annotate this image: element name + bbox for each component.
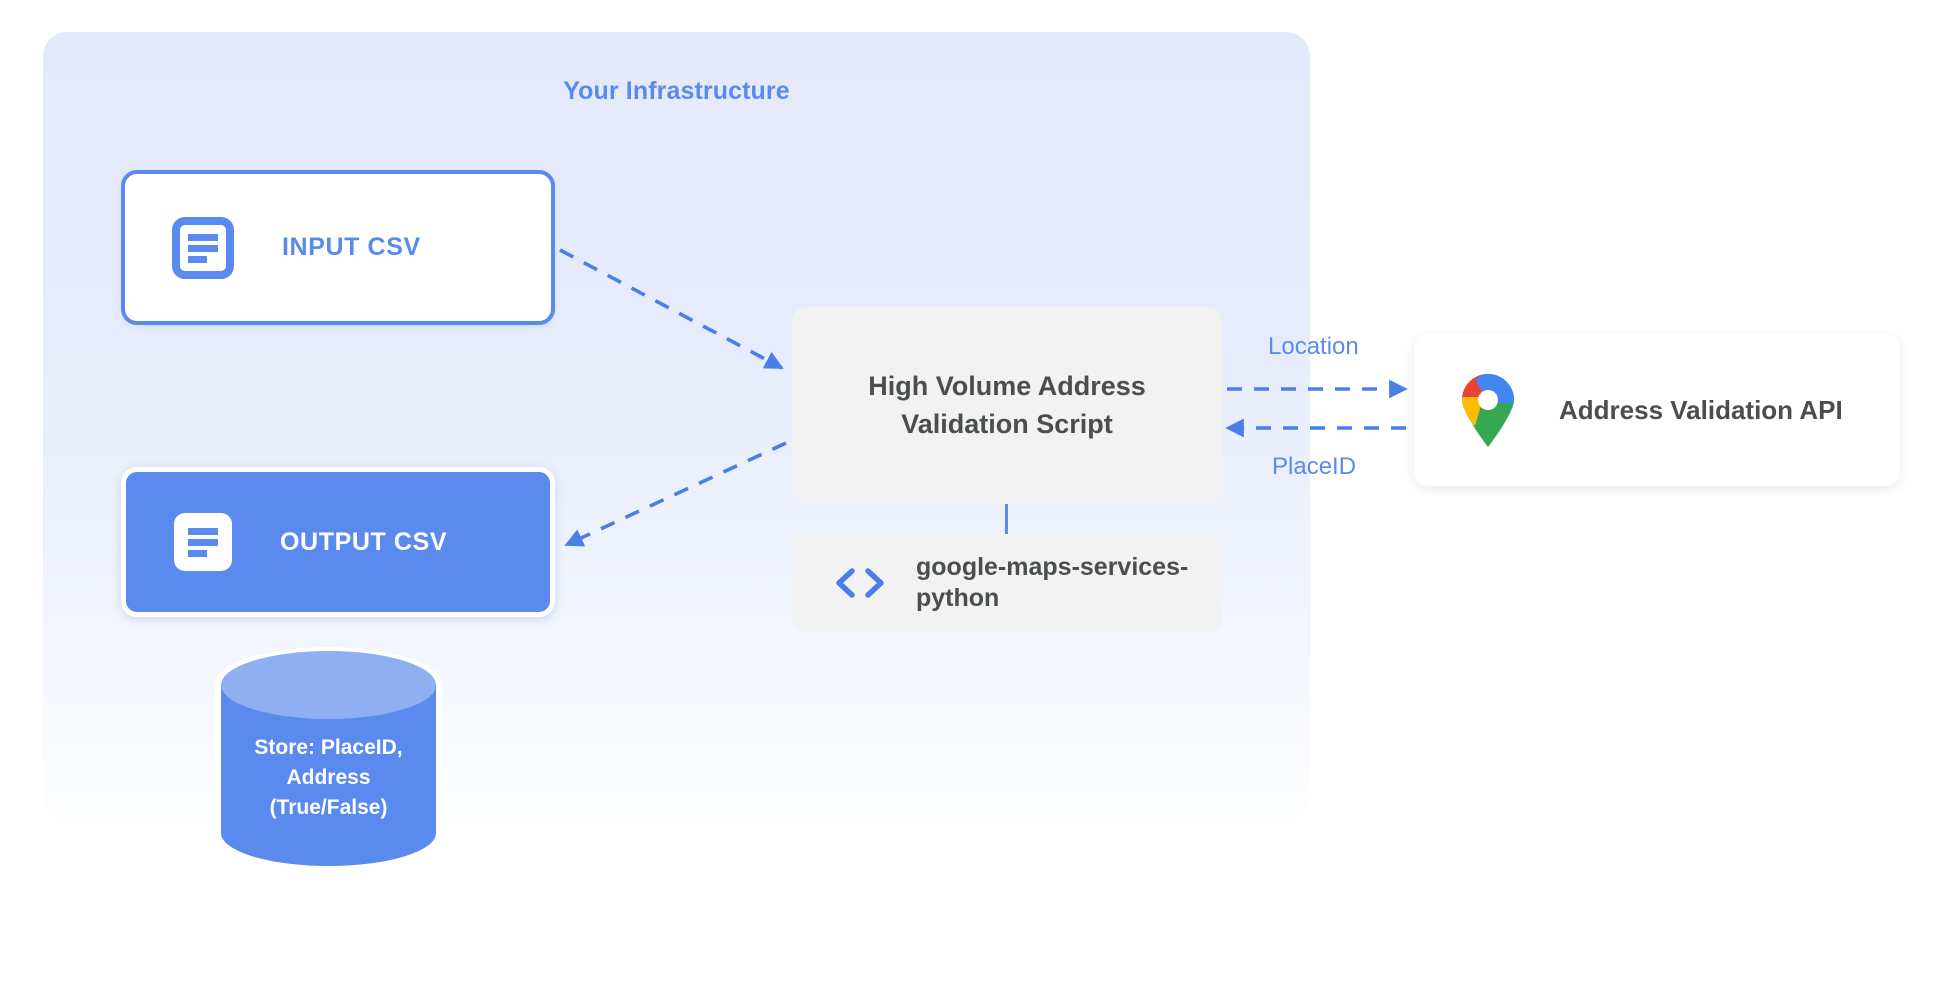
code-icon (836, 568, 884, 598)
document-icon (174, 513, 232, 571)
input-csv-node[interactable]: INPUT CSV (121, 170, 555, 325)
panel-title: Your Infrastructure (563, 77, 790, 105)
library-node[interactable]: google-maps-services-python (792, 534, 1222, 632)
script-library-connector (1005, 504, 1008, 535)
database-cylinder[interactable] (211, 645, 446, 873)
script-node[interactable]: High Volume Address Validation Script (792, 307, 1222, 504)
output-csv-label: OUTPUT CSV (280, 527, 448, 556)
script-label: High Volume Address Validation Script (868, 371, 1146, 439)
output-csv-node[interactable]: OUTPUT CSV (121, 467, 555, 617)
edge-label-placeid: PlaceID (1272, 453, 1357, 480)
google-maps-pin-icon (1462, 374, 1514, 447)
input-csv-label: INPUT CSV (282, 233, 421, 261)
edge-label-location: Location (1268, 333, 1359, 360)
document-icon (172, 216, 234, 279)
library-label: google-maps-services-python (916, 552, 1189, 613)
api-label: Address Validation API (1559, 394, 1843, 425)
address-validation-api-node[interactable]: Address Validation API (1414, 334, 1900, 486)
